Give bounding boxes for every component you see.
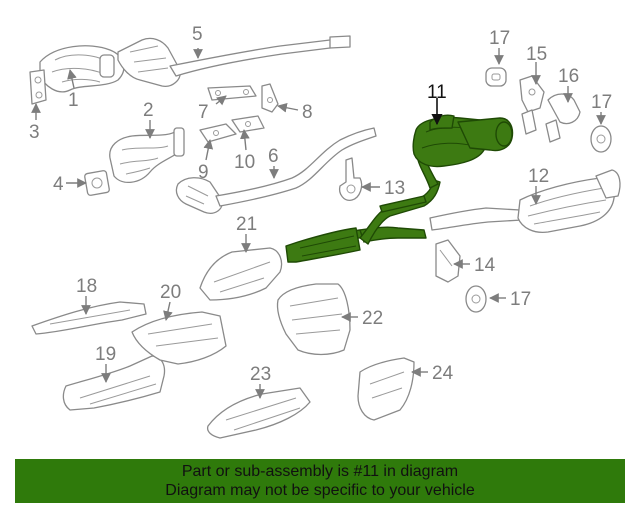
part-3-gasket[interactable]	[29, 69, 47, 105]
part-12-rear-muffler[interactable]	[429, 169, 621, 234]
callout-18[interactable]: 18	[76, 276, 97, 297]
part-20-heat-shield[interactable]	[131, 311, 227, 365]
part-6-intermediate-pipe[interactable]	[175, 127, 377, 214]
callout-2[interactable]: 2	[143, 100, 154, 121]
callout-5[interactable]: 5	[192, 24, 203, 45]
callout-17b[interactable]: 17	[591, 92, 612, 113]
part-17-isolator-c[interactable]	[465, 285, 487, 313]
part-9-bracket[interactable]	[199, 123, 237, 143]
part-5-front-pipe-converter[interactable]	[117, 35, 351, 87]
info-banner: Part or sub-assembly is #11 in diagram D…	[15, 459, 625, 503]
callout-12[interactable]: 12	[528, 166, 549, 187]
callout-8[interactable]: 8	[302, 102, 313, 123]
callout-17a[interactable]: 17	[489, 28, 510, 49]
part-11-muffler-assembly[interactable]	[285, 114, 514, 263]
callout-15[interactable]: 15	[526, 44, 547, 65]
part-15-hanger[interactable]	[519, 75, 545, 135]
callout-7[interactable]: 7	[198, 102, 209, 123]
callout-22[interactable]: 22	[362, 308, 383, 329]
callout-17c[interactable]: 17	[510, 289, 531, 310]
part-18-heat-shield[interactable]	[31, 301, 147, 335]
callout-10[interactable]: 10	[234, 152, 255, 173]
callout-23[interactable]: 23	[250, 364, 271, 385]
callout-16[interactable]: 16	[558, 66, 579, 87]
part-14-bracket[interactable]	[435, 239, 461, 283]
banner-line-2: Diagram may not be specific to your vehi…	[165, 482, 475, 499]
callout-1[interactable]: 1	[68, 90, 79, 111]
callout-19[interactable]: 19	[95, 344, 116, 365]
part-1-exhaust-manifold[interactable]	[39, 45, 125, 93]
exhaust-parts-diagram: 1 2 3 4 5 6 7 8 9 10 11 12 13 14 15 16 1…	[29, 24, 621, 439]
part-19-heat-shield[interactable]	[62, 355, 166, 411]
part-8-bracket[interactable]	[261, 83, 279, 113]
part-23-heat-shield[interactable]	[206, 387, 311, 439]
part-22-heat-shield[interactable]	[276, 283, 351, 356]
callout-4[interactable]: 4	[53, 174, 64, 195]
callout-leaders	[31, 48, 606, 399]
callout-labels: 1 2 3 4 5 6 7 8 9 10 11 12 13 14 15 16 1…	[29, 24, 612, 385]
callout-14[interactable]: 14	[474, 255, 496, 276]
part-4-gasket[interactable]	[84, 170, 110, 196]
part-17-isolator-a[interactable]	[485, 67, 507, 87]
part-21-heat-shield[interactable]	[199, 247, 283, 301]
callout-24[interactable]: 24	[432, 363, 454, 384]
callout-11[interactable]: 11	[427, 82, 447, 103]
callout-6[interactable]: 6	[268, 146, 279, 167]
callout-20[interactable]: 20	[160, 282, 181, 303]
part-7-bracket[interactable]	[207, 85, 257, 101]
part-24-heat-shield[interactable]	[357, 357, 415, 421]
part-2-exhaust-manifold[interactable]	[109, 127, 185, 183]
part-13-hanger[interactable]	[338, 157, 363, 201]
part-10-bracket[interactable]	[231, 115, 265, 133]
part-17-isolator-b[interactable]	[590, 125, 612, 153]
callout-13[interactable]: 13	[384, 178, 405, 199]
banner-line-1: Part or sub-assembly is #11 in diagram	[181, 463, 459, 480]
part-16-hanger[interactable]	[545, 93, 581, 143]
callout-21[interactable]: 21	[236, 214, 257, 235]
callout-3[interactable]: 3	[29, 122, 40, 143]
callout-9[interactable]: 9	[198, 162, 209, 183]
